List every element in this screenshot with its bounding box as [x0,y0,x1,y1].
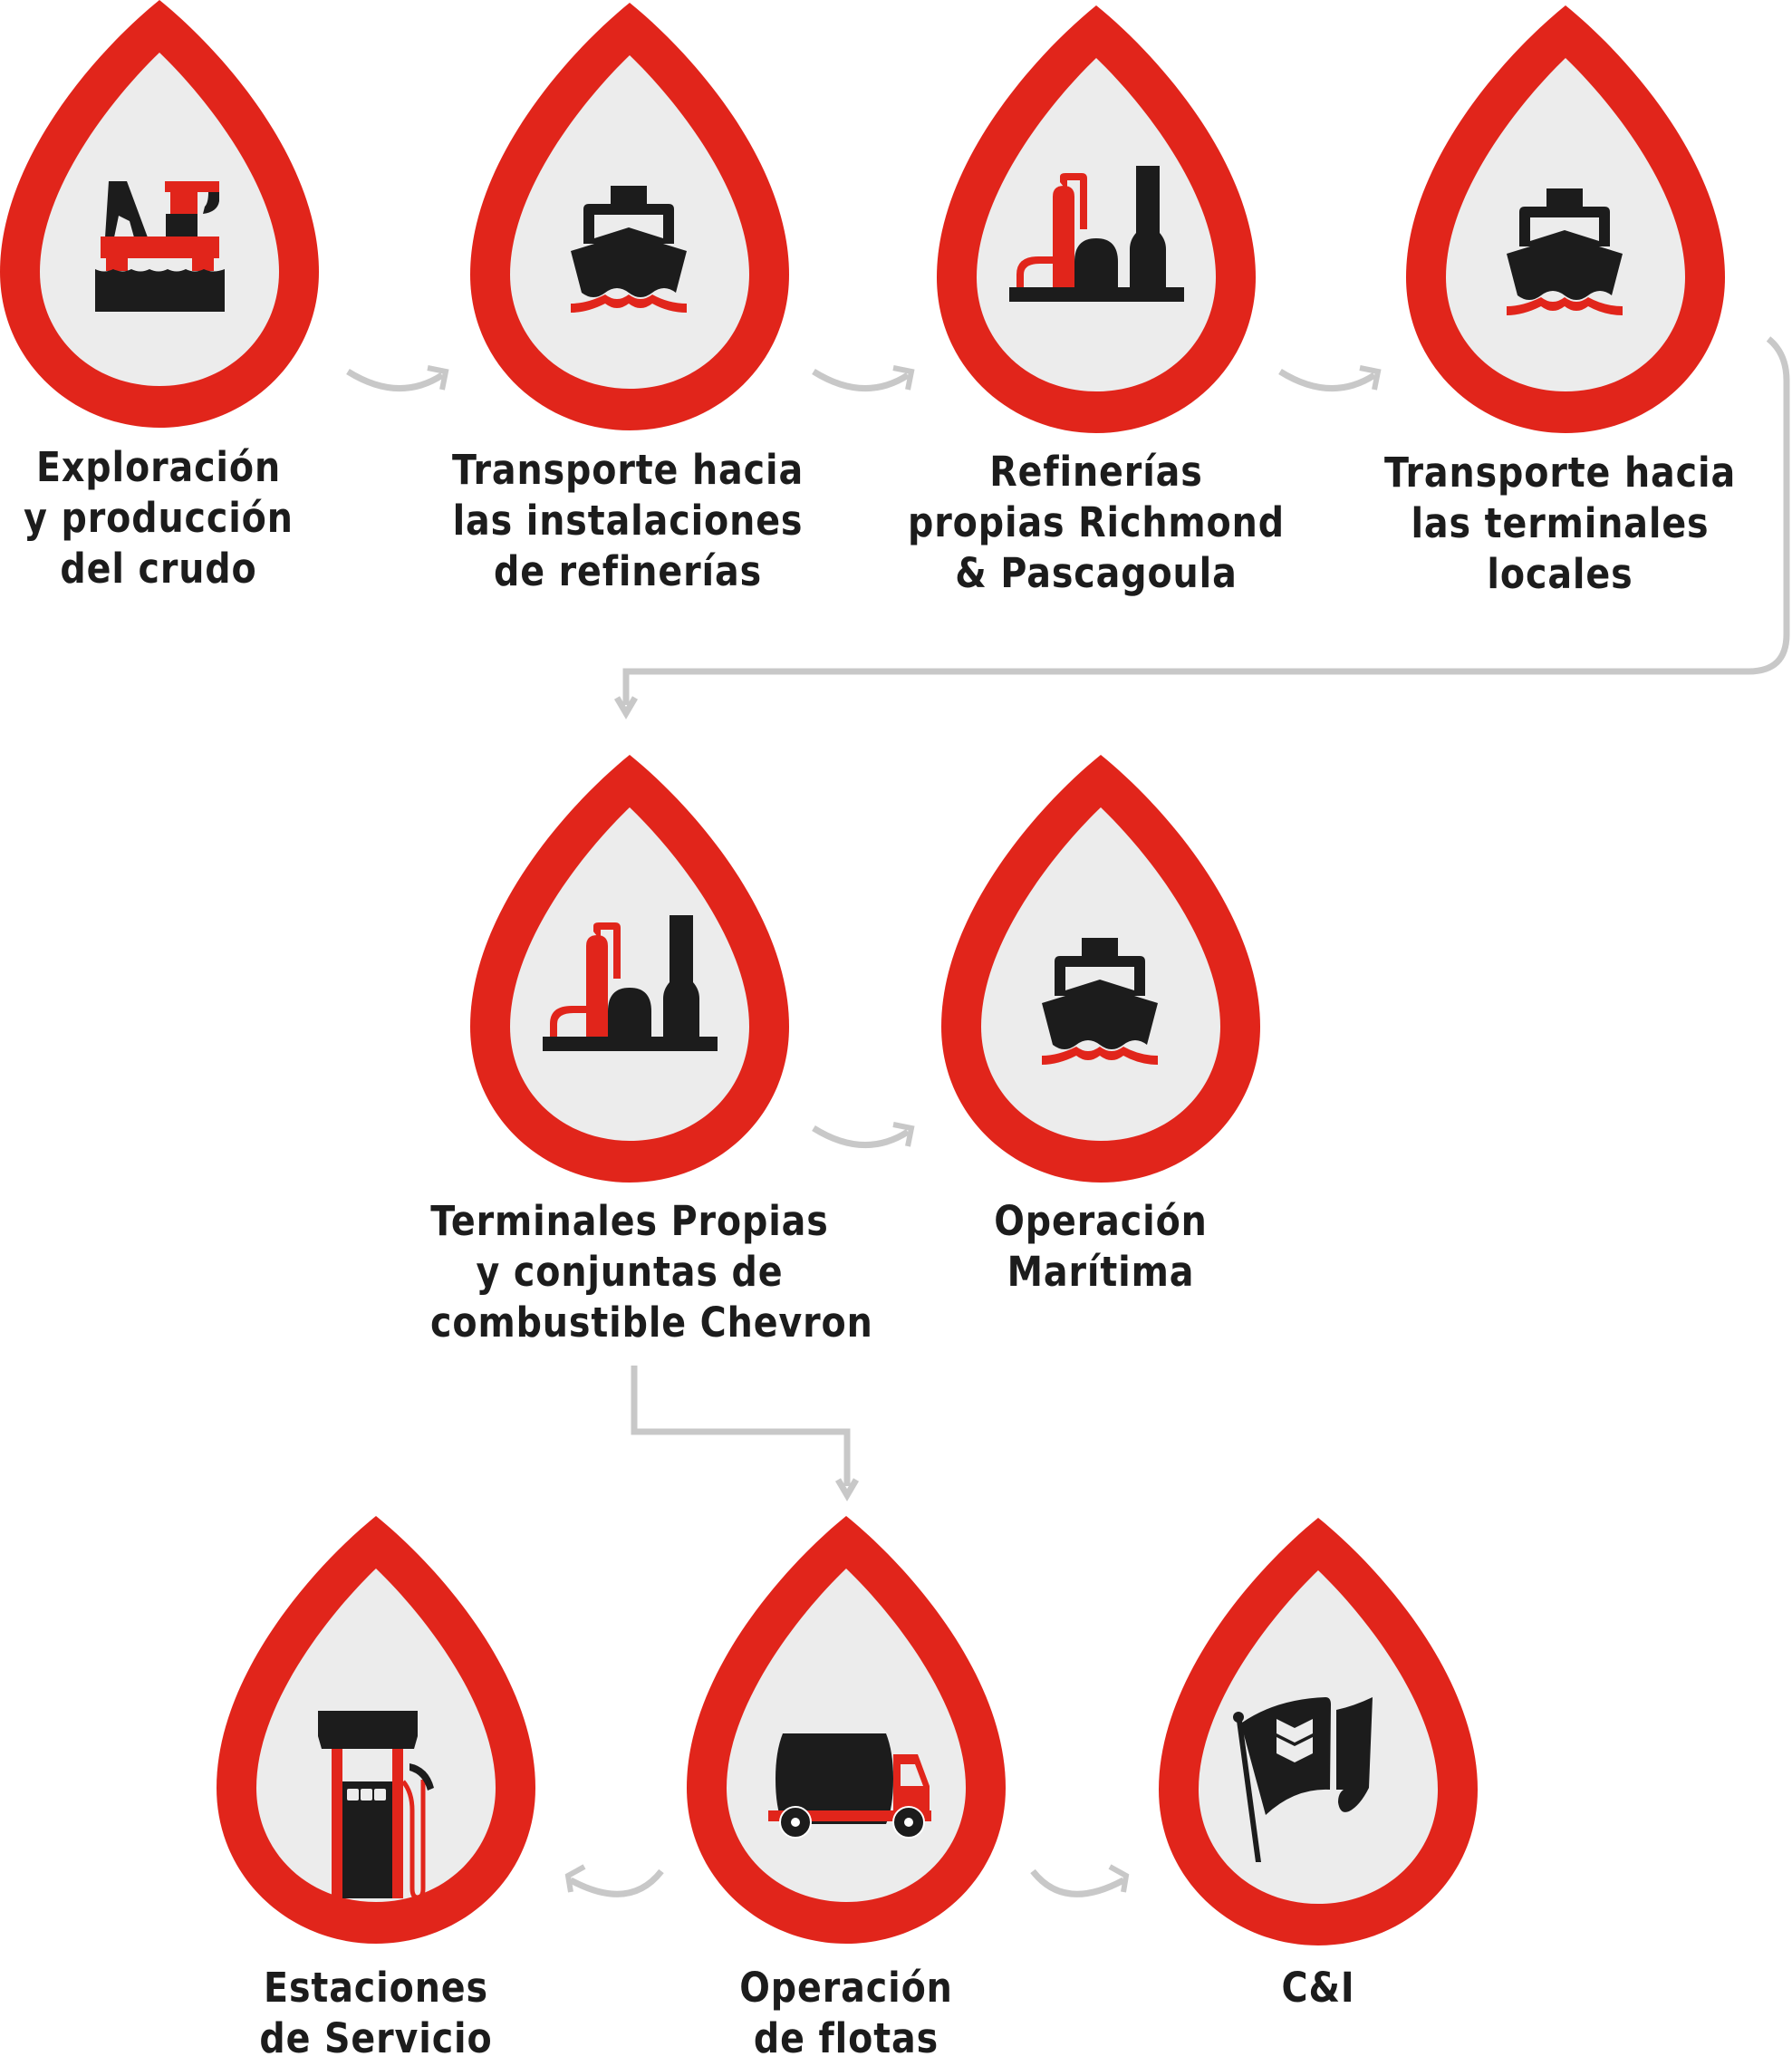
edge-terminales-maritima [812,1122,915,1149]
edge-terminales-flotas [631,1366,860,1501]
node-transporte-refinerias[interactable] [470,3,789,430]
refinery-icon [1009,166,1184,302]
node-flotas[interactable] [687,1516,1006,1944]
edge-transporte-refinerias [812,365,915,392]
offshore-platform-icon [95,181,225,312]
node-label-cyi: C&I [1281,1964,1355,2012]
node-label-flotas: Operación de flotas [739,1964,953,2062]
node-label-estaciones: Estaciones de Servicio [259,1964,493,2062]
node-transporte-terminales[interactable] [1406,5,1725,433]
node-refinerias[interactable] [937,5,1256,433]
node-label-transporte-refinerias: Transporte hacia las instalaciones de re… [451,446,804,595]
node-label-terminales: Terminales Propias y conjuntas de combus… [430,1197,873,1347]
node-estaciones[interactable] [217,1516,535,1944]
edge-exploracion-transporte [346,365,449,392]
node-label-refinerias: Refinerías propias Richmond & Pascagoula [908,448,1285,597]
chevron-flag-icon [1233,1697,1373,1862]
edge-flotas-estaciones [564,1864,664,1897]
fuel-pump-icon [318,1711,434,1900]
edge-flotas-cyi [1030,1864,1130,1897]
tanker-truck-icon [768,1733,931,1839]
edge-refinerias-transporte [1278,365,1382,392]
ship-icon [1507,188,1623,315]
ship-icon [1042,938,1158,1065]
refinery-icon [543,915,718,1051]
node-label-operacion-maritima: Operación Marítima [994,1197,1208,1296]
node-label-exploracion: Exploración y producción del crudo [24,443,294,593]
node-cyi[interactable] [1159,1518,1478,1945]
ship-icon [571,186,687,313]
node-exploracion[interactable] [0,0,319,428]
node-terminales[interactable] [470,755,789,1183]
node-operacion-maritima[interactable] [941,755,1260,1183]
node-label-transporte-terminales: Transporte hacia las terminales locales [1383,449,1737,598]
